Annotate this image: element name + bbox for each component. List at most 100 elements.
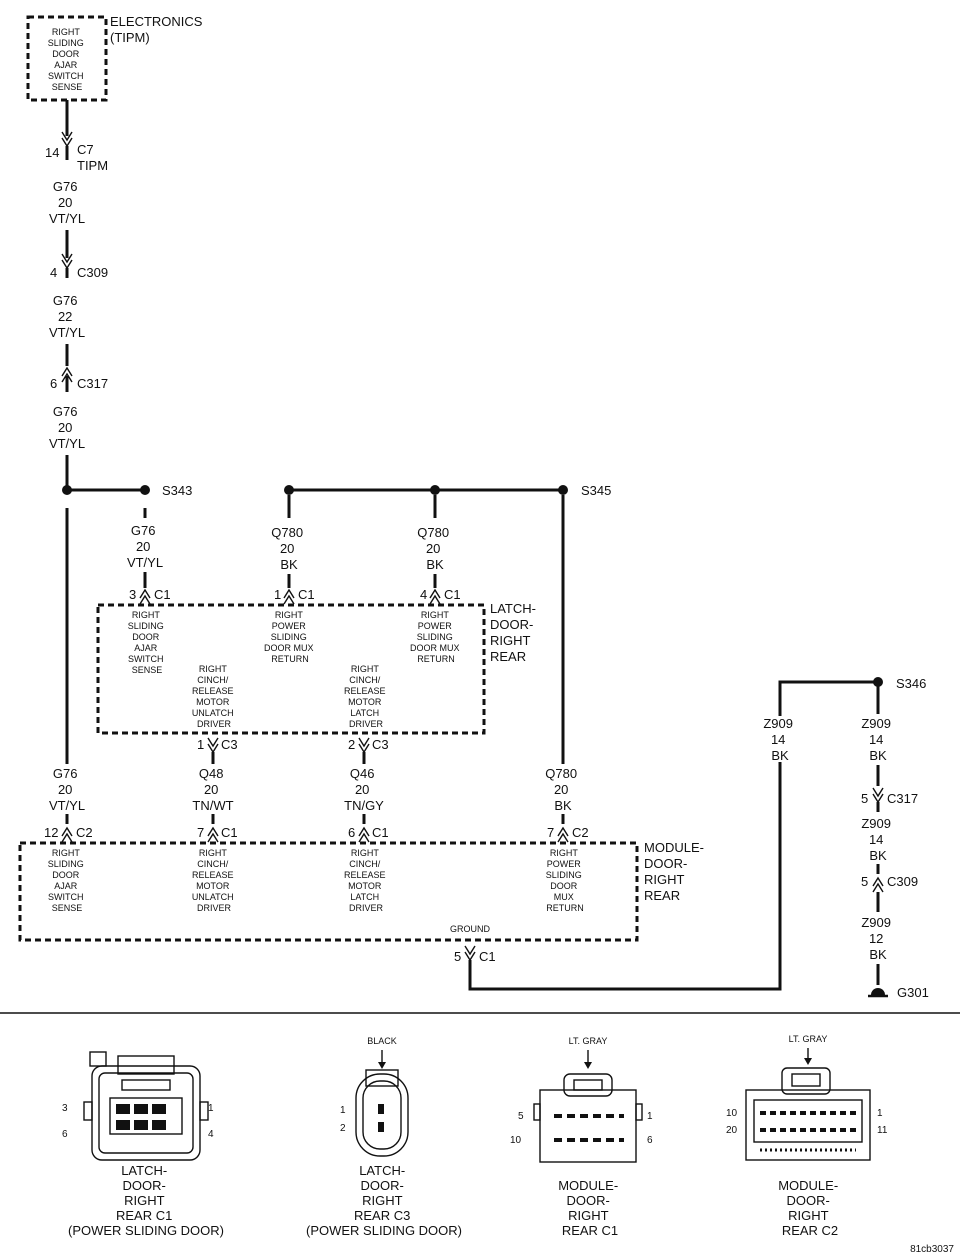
- connector-name: C1: [221, 825, 238, 840]
- connector-name: C309: [887, 874, 918, 889]
- connector-view-caption: LATCH- DOOR- RIGHT REAR C1 (POWER SLIDIN…: [68, 1163, 224, 1238]
- connector-view-pin-number: 11: [877, 1125, 888, 1136]
- connector-pin-slot: [116, 1104, 130, 1114]
- latch-pin-label: RIGHT SLIDING DOOR AJAR SWITCH SENSE: [128, 610, 167, 675]
- connector-symbol: [61, 832, 73, 843]
- connector-symbol: [283, 594, 295, 605]
- splice-node: [140, 485, 150, 495]
- connector-symbol: [283, 588, 295, 599]
- connector-name: C1: [298, 587, 315, 602]
- connector-symbol: [872, 787, 884, 798]
- connector-symbol: [358, 832, 370, 843]
- connector-symbol: [61, 253, 73, 264]
- wire-label: G76 20 VT/YL: [49, 766, 85, 813]
- arrow-icon: [378, 1062, 386, 1069]
- connector-view-module-c1: LT. GRAY 5 1 10 6 MODULE- DOOR- RIGHT RE…: [510, 1036, 653, 1238]
- connector-symbol: [872, 876, 884, 887]
- connector-view-pin-number: 6: [62, 1129, 68, 1140]
- latch-pin-label: RIGHT CINCH/ RELEASE MOTOR LATCH DRIVER: [344, 664, 388, 729]
- connector-housing: [98, 1072, 194, 1154]
- connector-pin: 1: [197, 737, 204, 752]
- wire-label: G76 20 VT/YL: [49, 404, 85, 451]
- connector-pin-slot: [134, 1104, 148, 1114]
- connector-view-pin-number: 10: [726, 1108, 738, 1119]
- connector-pin-slot: [152, 1120, 166, 1130]
- connector-name: C1: [154, 587, 171, 602]
- connector-pin-slot: [378, 1122, 384, 1132]
- splice-node: [284, 485, 294, 495]
- connector-view-latch-c3: BLACK 1 2 LATCH- DOOR- RIGHT REAR C3 (PO…: [306, 1036, 462, 1238]
- splice-label: S345: [581, 483, 611, 498]
- connector-pin: 6: [348, 825, 355, 840]
- connector-pin: 5: [861, 791, 868, 806]
- connector-key: [199, 1101, 209, 1121]
- connector-pin: 6: [50, 376, 57, 391]
- wire-label: G76 22 VT/YL: [49, 293, 85, 340]
- connector-symbol: [139, 588, 151, 599]
- module-pin-label: RIGHT CINCH/ RELEASE MOTOR UNLATCH DRIVE…: [192, 848, 236, 913]
- connector-key: [635, 1103, 643, 1121]
- wire-label: G76 20 VT/YL: [127, 523, 163, 570]
- connector-housing: [355, 1073, 409, 1157]
- connector-latch: [563, 1073, 613, 1097]
- connector-pin: 5: [861, 874, 868, 889]
- ground-point-label: G301: [897, 985, 929, 1000]
- connector-name: C3: [372, 737, 389, 752]
- connector-housing: [539, 1089, 637, 1163]
- connector-name: C317: [887, 791, 918, 806]
- latch-module-title: LATCH- DOOR- RIGHT REAR: [490, 601, 540, 664]
- connector-view-color: BLACK: [367, 1036, 397, 1046]
- connector-latch: [89, 1051, 107, 1067]
- connector-view-caption: MODULE- DOOR- RIGHT REAR C1: [558, 1178, 622, 1238]
- connector-name: C1: [444, 587, 461, 602]
- ground-icon: [871, 988, 885, 995]
- connector-view-pin-number: 1: [208, 1103, 214, 1114]
- connector-key: [533, 1103, 541, 1121]
- wire-label: Z909 14 BK: [861, 716, 894, 763]
- arrow-icon: [584, 1062, 592, 1069]
- connector-symbol: [464, 945, 476, 956]
- module-ground-label: GROUND: [450, 924, 490, 934]
- arrow-icon: [804, 1058, 812, 1065]
- connector-pin: 3: [129, 587, 136, 602]
- wire-z909-ground: [468, 680, 878, 991]
- connector-view-module-c2: LT. GRAY 10 1 20 11 MODULE- DOOR- RIGHT …: [726, 1034, 888, 1238]
- connector-view-pin-number: 1: [647, 1111, 653, 1122]
- connector-pin: 14: [45, 145, 59, 160]
- connector-latch: [573, 1079, 603, 1091]
- connector-pin: 7: [547, 825, 554, 840]
- connector-name: C1: [479, 949, 496, 964]
- wire-label: Z909 14 BK: [861, 816, 894, 863]
- connector-name: C2: [76, 825, 93, 840]
- door-module-title: MODULE- DOOR- RIGHT REAR: [644, 840, 708, 903]
- connector-latch: [781, 1067, 831, 1095]
- latch-pin-label: RIGHT POWER SLIDING DOOR MUX RETURN: [410, 610, 462, 664]
- splice-node: [62, 485, 72, 495]
- connector-symbol: [358, 826, 370, 837]
- module-pin-label: RIGHT SLIDING DOOR AJAR SWITCH SENSE: [48, 848, 87, 913]
- module-pin-label: RIGHT CINCH/ RELEASE MOTOR LATCH DRIVER: [344, 848, 388, 913]
- connector-latch: [365, 1069, 399, 1087]
- wire-label-bg: [758, 716, 802, 762]
- connector-cavity: [753, 1099, 863, 1143]
- connector-view-caption: MODULE- DOOR- RIGHT REAR C2: [778, 1178, 842, 1238]
- connector-symbol: [61, 366, 73, 377]
- connector-pin-slot: [116, 1120, 130, 1130]
- connector-view-pin-number: 2: [340, 1123, 346, 1134]
- connector-pin: 1: [274, 587, 281, 602]
- connector-view-latch-c1: 3 1 6 4 LATCH- DOOR- RIGHT REAR C1 (POWE…: [62, 1051, 224, 1238]
- connector-name: C309: [77, 265, 108, 280]
- connector-pin: 2: [348, 737, 355, 752]
- tipm-title: ELECTRONICS (TIPM): [110, 14, 206, 45]
- connector-view-pin-number: 4: [208, 1129, 214, 1140]
- module-pin-label: RIGHT POWER SLIDING DOOR MUX RETURN: [546, 848, 585, 913]
- connector-pin: 5: [454, 949, 461, 964]
- connector-symbol: [61, 826, 73, 837]
- connector-symbol: [557, 826, 569, 837]
- connector-key: [83, 1101, 93, 1121]
- figure-id: 81cb3037: [910, 1244, 954, 1255]
- connector-view-pin-number: 1: [877, 1108, 883, 1119]
- splice-label: S343: [162, 483, 192, 498]
- connector-pin: 4: [420, 587, 427, 602]
- wire-label: Z909 12 BK: [861, 915, 894, 962]
